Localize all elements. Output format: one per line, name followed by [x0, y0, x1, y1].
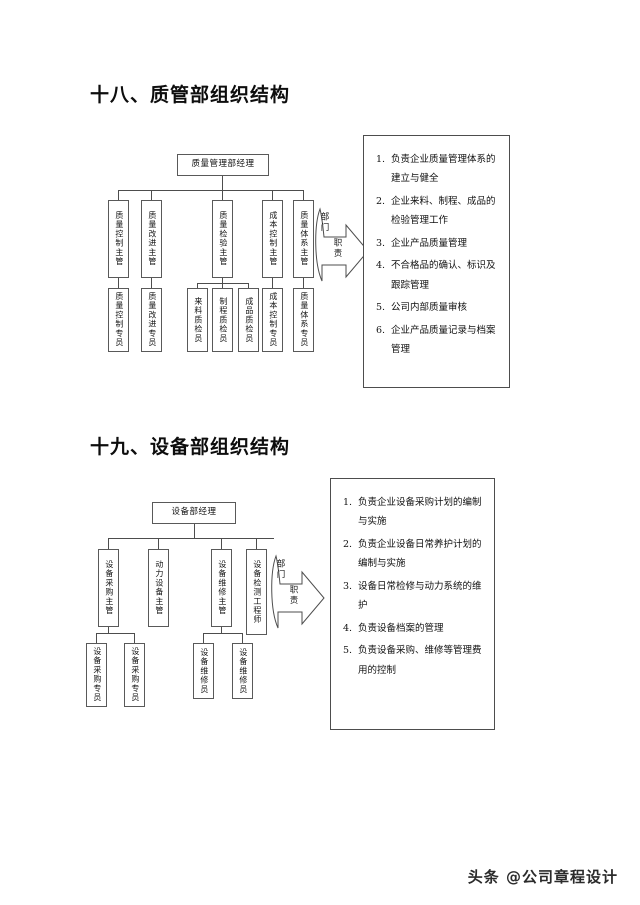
duty-text: 企业来料、制程、成品的检验管理工作 — [391, 195, 496, 227]
connector-l2-l3-3-stem — [222, 278, 223, 283]
connector-l2-l3-3c — [248, 283, 249, 288]
duty-arrow-2 — [268, 552, 328, 632]
duty-number: 6. — [376, 324, 386, 336]
org-box-level3-7: 质量体系专员 — [293, 288, 314, 352]
connector-drop-4 — [272, 190, 273, 200]
duty-text: 负责设备采购、维修等管理费用的控制 — [358, 645, 482, 676]
duty-arrow-label-1a: 部门 — [319, 212, 329, 233]
org-box-level3-4: 制程质检员 — [212, 288, 233, 352]
duty-number: 1. — [343, 497, 353, 508]
org2-box-level3-1: 设备采购专员 — [86, 643, 107, 707]
connector-drop-2 — [151, 190, 152, 200]
duty-item: 3. 企业产品质量管理 — [376, 234, 499, 253]
duty-item: 4. 负责设备档案的管理 — [343, 619, 484, 638]
org-box-level2-4: 成本控制主管 — [262, 200, 283, 278]
org-box-level3-3: 来料质检员 — [187, 288, 208, 352]
duty-list-equipment: 1. 负责企业设备采购计划的编制与实施 2. 负责企业设备日常养护计划的编制与实… — [343, 493, 484, 680]
duty-item: 1. 负责企业质量管理体系的建立与健全 — [376, 150, 499, 189]
connector2-l2-l3-1-bus — [96, 633, 134, 634]
connector2-root-stem — [194, 524, 195, 538]
org-box-level3-6: 成本控制专员 — [262, 288, 283, 352]
connector-l2-l3-1 — [118, 278, 119, 288]
duty-number: 4. — [376, 260, 386, 272]
connector-bus-level2 — [118, 190, 304, 191]
org-box-level2-3: 质量检验主管 — [212, 200, 233, 278]
duty-number: 4. — [343, 622, 353, 634]
org-box-level3-1: 质量控制专员 — [108, 288, 129, 352]
duty-number: 3. — [343, 580, 353, 592]
duty-text: 负责企业质量管理体系的建立与健全 — [391, 154, 496, 185]
duty-arrow-label-1b: 职责 — [332, 238, 342, 259]
connector-l2-l3-3a — [197, 283, 198, 288]
org2-box-level2-2: 动力设备主管 — [148, 549, 169, 627]
footer-watermark: 头条 @公司章程设计 — [467, 868, 618, 886]
connector2-l2-l3-3-bus — [203, 633, 242, 634]
duty-text: 企业产品质量记录与档案管理 — [391, 324, 496, 356]
duty-panel-quality: 1. 负责企业质量管理体系的建立与健全 2. 企业来料、制程、成品的检验管理工作… — [363, 135, 510, 388]
connector2-l2-l3-1b — [134, 633, 135, 643]
duty-number: 2. — [343, 538, 353, 550]
org-box-level2-1: 质量控制主管 — [108, 200, 129, 278]
org-box-level3-5: 成品质检员 — [238, 288, 259, 352]
org2-box-level3-3: 设备维修员 — [193, 643, 214, 699]
duty-number: 2. — [376, 195, 386, 207]
duty-text: 负责设备档案的管理 — [358, 622, 444, 634]
duty-number: 3. — [376, 237, 386, 249]
duty-item: 5. 负责设备采购、维修等管理费用的控制 — [343, 641, 484, 680]
connector2-bus-level2 — [108, 538, 274, 539]
connector2-drop-3 — [221, 538, 222, 549]
duty-text: 企业产品质量管理 — [391, 237, 468, 249]
connector-drop-3 — [222, 190, 223, 200]
org-box-level3-2: 质量改进专员 — [141, 288, 162, 352]
duty-item: 2. 负责企业设备日常养护计划的编制与实施 — [343, 535, 484, 574]
duty-panel-equipment: 1. 负责企业设备采购计划的编制与实施 2. 负责企业设备日常养护计划的编制与实… — [330, 478, 495, 730]
duty-text: 不合格品的确认、标识及跟踪管理 — [391, 260, 496, 291]
duty-arrow-1 — [312, 205, 372, 285]
connector-l2-l3-5 — [303, 278, 304, 288]
connector-drop-5 — [303, 190, 304, 200]
duty-item: 6. 企业产品质量记录与档案管理 — [376, 321, 499, 360]
connector2-drop-1 — [108, 538, 109, 549]
duty-number: 5. — [376, 302, 386, 314]
duty-item: 5. 公司内部质量审核 — [376, 298, 499, 317]
duty-arrow-label-2a: 部门 — [275, 559, 285, 580]
org2-box-root: 设备部经理 — [152, 502, 236, 524]
connector2-l2-l3-3-stem — [221, 627, 222, 633]
connector-l2-l3-3b — [222, 283, 223, 288]
connector-l2-l3-2 — [151, 278, 152, 288]
org2-box-level3-2: 设备采购专员 — [124, 643, 145, 707]
duty-text: 设备日常检修与动力系统的维护 — [358, 580, 482, 612]
org-box-level2-2: 质量改进主管 — [141, 200, 162, 278]
duty-item: 1. 负责企业设备采购计划的编制与实施 — [343, 493, 484, 532]
connector2-l2-l3-3b — [242, 633, 243, 643]
org-box-root: 质量管理部经理 — [177, 154, 269, 176]
duty-text: 负责企业设备采购计划的编制与实施 — [358, 497, 482, 528]
connector2-l2-l3-1a — [96, 633, 97, 643]
section-title-quality-dept: 十八、质管部组织结构 — [90, 84, 291, 106]
duty-number: 1. — [376, 154, 386, 165]
connector2-l2-l3-1-stem — [108, 627, 109, 633]
org2-box-level2-1: 设备采购主管 — [98, 549, 119, 627]
duty-text: 负责企业设备日常养护计划的编制与实施 — [358, 538, 482, 570]
duty-list-quality: 1. 负责企业质量管理体系的建立与健全 2. 企业来料、制程、成品的检验管理工作… — [376, 150, 499, 360]
connector-root-stem — [222, 176, 223, 190]
connector2-drop-4 — [256, 538, 257, 549]
connector-l2-l3-4 — [272, 278, 273, 288]
duty-number: 5. — [343, 645, 353, 657]
org2-box-level3-4: 设备维修员 — [232, 643, 253, 699]
connector2-l2-l3-3a — [203, 633, 204, 643]
duty-item: 3. 设备日常检修与动力系统的维护 — [343, 577, 484, 616]
org-box-level2-5: 质量体系主管 — [293, 200, 314, 278]
org2-box-level2-4: 设备检测工程师 — [246, 549, 267, 635]
connector-drop-1 — [118, 190, 119, 200]
section-title-equipment-dept: 十九、设备部组织结构 — [90, 436, 291, 458]
duty-text: 公司内部质量审核 — [391, 302, 468, 314]
duty-item: 4. 不合格品的确认、标识及跟踪管理 — [376, 256, 499, 295]
duty-arrow-label-2b: 职责 — [288, 585, 298, 606]
duty-item: 2. 企业来料、制程、成品的检验管理工作 — [376, 192, 499, 231]
org2-box-level2-3: 设备维修主管 — [211, 549, 232, 627]
connector2-drop-2 — [158, 538, 159, 549]
